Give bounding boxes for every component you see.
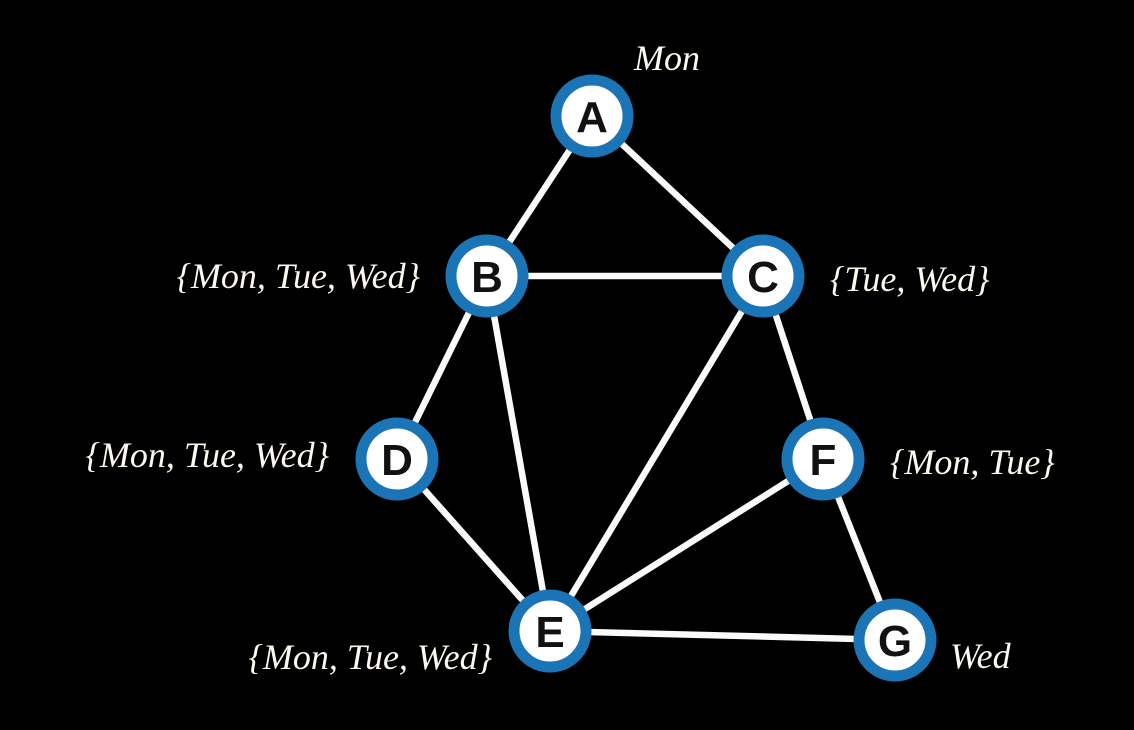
node-letter-a: A (576, 93, 608, 142)
domain-label-b: {Mon, Tue, Wed} (177, 256, 421, 296)
node-circle-b (445, 234, 529, 318)
node-letter-g: G (878, 617, 912, 666)
node-letter-f: F (810, 436, 837, 485)
node-circle-e (508, 589, 592, 673)
node-letter-e: E (535, 608, 564, 657)
node-circle-d (355, 417, 439, 501)
domain-label-g: Wed (950, 636, 1012, 676)
node-circle-g (853, 598, 937, 682)
node-d: D (355, 417, 439, 501)
domain-label-a: Mon (633, 38, 700, 78)
node-f: F (781, 417, 865, 501)
domain-label-d: {Mon, Tue, Wed} (86, 435, 330, 475)
node-g: G (853, 598, 937, 682)
node-a: A (550, 74, 634, 158)
edge-b-e (483, 272, 554, 635)
labels-layer: Mon {Mon, Tue, Wed} {Tue, Wed} {Mon, Tue, W… (86, 38, 1056, 677)
node-letter-c: C (747, 253, 779, 302)
domain-label-e: {Mon, Tue, Wed} (249, 637, 493, 677)
node-circle-f (781, 417, 865, 501)
edge-c-e (546, 272, 767, 635)
edge-e-f (546, 455, 827, 635)
node-circle-a (550, 74, 634, 158)
node-e: E (508, 589, 592, 673)
domain-label-f: {Mon, Tue} (890, 442, 1055, 482)
nodes-layer: A B C D E F G (355, 74, 937, 682)
node-letter-b: B (471, 253, 503, 302)
edge-e-g (546, 627, 899, 644)
domain-label-c: {Tue, Wed} (830, 259, 990, 299)
node-circle-c (721, 234, 805, 318)
node-c: C (721, 234, 805, 318)
node-b: B (445, 234, 529, 318)
node-letter-d: D (381, 436, 413, 485)
